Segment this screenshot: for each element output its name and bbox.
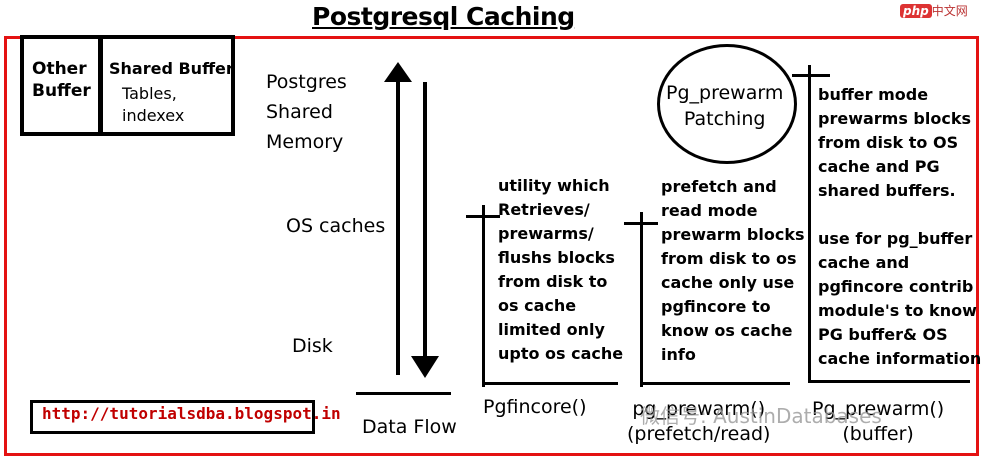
data-flow-baseline	[356, 392, 451, 395]
prefetch-description: prefetch and read mode prewarm blocks fr…	[661, 177, 805, 364]
diagram-title: Postgresql Caching	[312, 2, 575, 31]
url-box	[30, 400, 315, 434]
buffer-mode-tick	[792, 74, 830, 77]
shared-buffer-label: Shared Buffer	[109, 59, 234, 78]
data-flow-label: Data Flow	[362, 416, 457, 438]
pgfincore-vertical-line	[482, 205, 485, 387]
blog-url-link[interactable]: http://tutorialsdba.blogspot.in	[42, 404, 341, 423]
diagram-frame	[4, 36, 979, 456]
shared-buffer-items: Tables, indexex	[122, 84, 185, 125]
up-arrowhead	[384, 62, 412, 82]
buffer-box	[20, 35, 235, 136]
watermark: 微信号: AustinDatabases	[640, 404, 882, 428]
disk-label: Disk	[292, 335, 333, 357]
prefetch-baseline	[640, 382, 790, 385]
buffer-mode-vertical-line	[808, 65, 811, 383]
buffer-divider	[98, 35, 103, 136]
other-buffer-label: Other Buffer	[32, 59, 91, 101]
postgres-shared-memory-label: Postgres Shared Memory	[266, 71, 347, 153]
os-caches-label: OS caches	[286, 215, 386, 237]
prefetch-tick	[624, 222, 658, 225]
pgfincore-tick	[466, 215, 500, 218]
prefetch-vertical-line	[640, 212, 643, 387]
patching-circle	[657, 44, 797, 164]
down-arrowhead	[411, 356, 439, 378]
buffer-mode-description: buffer mode prewarms blocks from disk to…	[818, 85, 982, 368]
pgfincore-description: utility which Retrieves/ prewarms/ flush…	[498, 176, 624, 363]
pgfincore-baseline	[482, 382, 618, 385]
patching-label: Pg_prewarm Patching	[666, 82, 784, 130]
buffer-mode-label: Pg_prewarm() (buffer)	[812, 398, 945, 445]
prefetch-label: pg_prewarm() (prefetch/read)	[627, 398, 771, 445]
buffer-mode-baseline	[808, 380, 970, 383]
pgfincore-label: Pgfincore()	[483, 396, 587, 418]
